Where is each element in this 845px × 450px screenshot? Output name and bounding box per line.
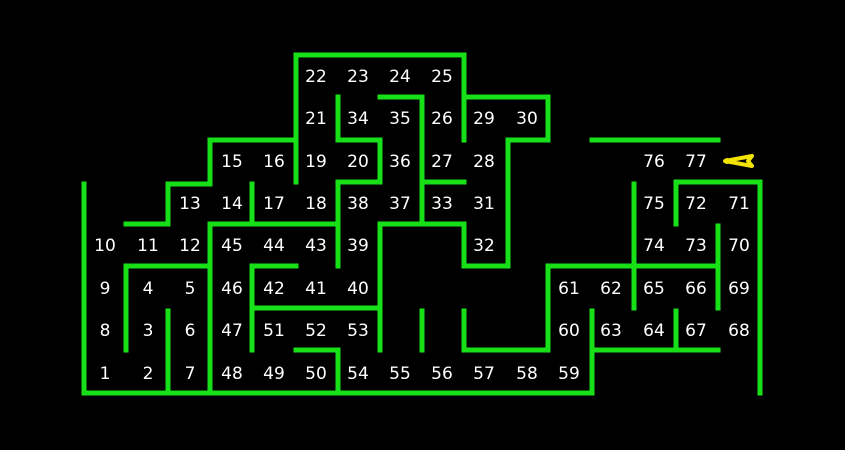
cell-label-40: 40 — [347, 279, 369, 299]
cell-label-76: 76 — [643, 152, 665, 172]
cell-label-25: 25 — [431, 67, 453, 87]
cell-label-70: 70 — [728, 236, 750, 256]
cell-label-5: 5 — [185, 279, 196, 299]
cell-label-46: 46 — [221, 279, 243, 299]
cell-label-29: 29 — [473, 109, 495, 129]
cell-label-47: 47 — [221, 321, 243, 341]
cell-label-52: 52 — [305, 321, 327, 341]
cell-label-27: 27 — [431, 152, 453, 172]
cell-label-16: 16 — [263, 152, 285, 172]
cell-label-74: 74 — [643, 236, 665, 256]
cell-label-6: 6 — [185, 321, 196, 341]
cell-label-11: 11 — [137, 236, 159, 256]
cell-label-35: 35 — [389, 109, 411, 129]
cell-label-19: 19 — [305, 152, 327, 172]
cell-label-34: 34 — [347, 109, 369, 129]
cell-label-49: 49 — [263, 364, 285, 384]
cell-label-69: 69 — [728, 279, 750, 299]
cell-label-17: 17 — [263, 194, 285, 214]
cell-label-18: 18 — [305, 194, 327, 214]
cell-label-38: 38 — [347, 194, 369, 214]
cell-label-33: 33 — [431, 194, 453, 214]
maze-walls — [81, 52, 763, 396]
cell-label-32: 32 — [473, 236, 495, 256]
cell-label-22: 22 — [305, 67, 327, 87]
cell-label-24: 24 — [389, 67, 411, 87]
cell-label-65: 65 — [643, 279, 665, 299]
cell-label-23: 23 — [347, 67, 369, 87]
cell-label-10: 10 — [94, 236, 116, 256]
cell-label-45: 45 — [221, 236, 243, 256]
cell-label-77: 77 — [685, 152, 707, 172]
cell-label-20: 20 — [347, 152, 369, 172]
cell-label-2: 2 — [143, 364, 154, 384]
cell-label-44: 44 — [263, 236, 285, 256]
player-arrow-tip — [724, 158, 730, 164]
cell-label-63: 63 — [600, 321, 622, 341]
cell-label-48: 48 — [221, 364, 243, 384]
cell-label-36: 36 — [389, 152, 411, 172]
cell-label-64: 64 — [643, 321, 665, 341]
player-arrow-icon — [723, 154, 754, 168]
cell-label-61: 61 — [558, 279, 580, 299]
cell-label-50: 50 — [305, 364, 327, 384]
cell-label-55: 55 — [389, 364, 411, 384]
cell-label-37: 37 — [389, 194, 411, 214]
cell-label-41: 41 — [305, 279, 327, 299]
cell-label-59: 59 — [558, 364, 580, 384]
cell-label-31: 31 — [473, 194, 495, 214]
cell-label-67: 67 — [685, 321, 707, 341]
cell-label-42: 42 — [263, 279, 285, 299]
cell-label-53: 53 — [347, 321, 369, 341]
cell-label-14: 14 — [221, 194, 243, 214]
cell-label-73: 73 — [685, 236, 707, 256]
cell-label-30: 30 — [516, 109, 538, 129]
cell-label-57: 57 — [473, 364, 495, 384]
cell-label-68: 68 — [728, 321, 750, 341]
cell-label-26: 26 — [431, 109, 453, 129]
cell-label-56: 56 — [431, 364, 453, 384]
cell-label-7: 7 — [185, 364, 196, 384]
cell-label-58: 58 — [516, 364, 538, 384]
cell-label-13: 13 — [179, 194, 201, 214]
cell-label-15: 15 — [221, 152, 243, 172]
cell-label-54: 54 — [347, 364, 369, 384]
cell-label-72: 72 — [685, 194, 707, 214]
cell-label-62: 62 — [600, 279, 622, 299]
cell-label-28: 28 — [473, 152, 495, 172]
cell-label-8: 8 — [100, 321, 111, 341]
cell-label-3: 3 — [143, 321, 154, 341]
cell-label-21: 21 — [305, 109, 327, 129]
cell-label-75: 75 — [643, 194, 665, 214]
cell-label-66: 66 — [685, 279, 707, 299]
cell-label-12: 12 — [179, 236, 201, 256]
cell-label-9: 9 — [100, 279, 111, 299]
cell-label-60: 60 — [558, 321, 580, 341]
cell-label-4: 4 — [143, 279, 154, 299]
cell-label-43: 43 — [305, 236, 327, 256]
cell-label-39: 39 — [347, 236, 369, 256]
cell-label-1: 1 — [100, 364, 111, 384]
cell-label-51: 51 — [263, 321, 285, 341]
cell-label-71: 71 — [728, 194, 750, 214]
player-icon — [723, 154, 754, 168]
